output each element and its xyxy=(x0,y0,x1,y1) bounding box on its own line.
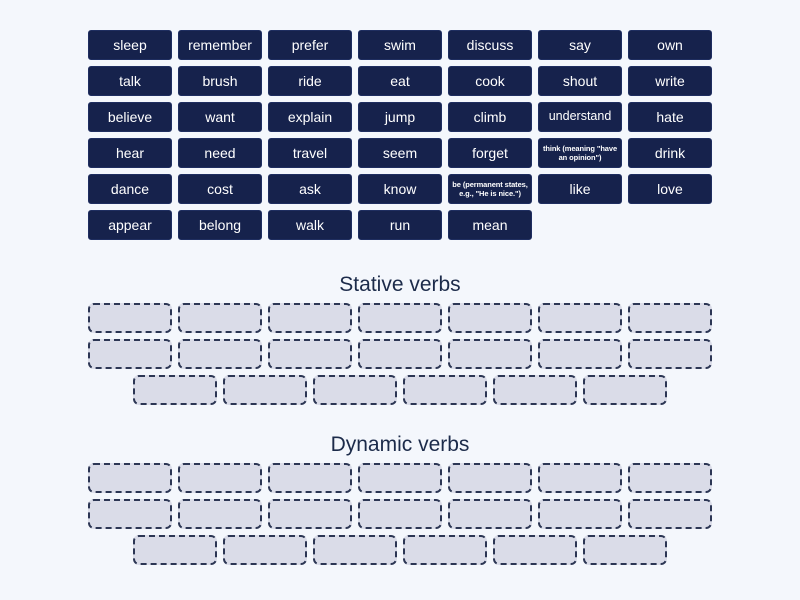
drop-slot[interactable] xyxy=(178,463,262,493)
word-tile[interactable]: belong xyxy=(178,210,262,240)
word-tile[interactable]: hate xyxy=(628,102,712,132)
word-tile[interactable]: want xyxy=(178,102,262,132)
word-tile[interactable]: say xyxy=(538,30,622,60)
word-tile[interactable]: walk xyxy=(268,210,352,240)
drop-slot[interactable] xyxy=(493,535,577,565)
drop-slot[interactable] xyxy=(313,535,397,565)
word-tile[interactable]: know xyxy=(358,174,442,204)
word-tile[interactable]: need xyxy=(178,138,262,168)
word-tile[interactable]: eat xyxy=(358,66,442,96)
word-tile[interactable]: write xyxy=(628,66,712,96)
drop-slot[interactable] xyxy=(88,303,172,333)
drop-slot[interactable] xyxy=(223,375,307,405)
drop-slot[interactable] xyxy=(88,339,172,369)
dynamic-verbs-heading: Dynamic verbs xyxy=(330,433,470,456)
drop-slot[interactable] xyxy=(358,303,442,333)
word-tile[interactable]: cook xyxy=(448,66,532,96)
word-tile[interactable]: prefer xyxy=(268,30,352,60)
drop-slot[interactable] xyxy=(268,339,352,369)
drop-slot[interactable] xyxy=(583,535,667,565)
drop-slot[interactable] xyxy=(538,339,622,369)
drop-slot[interactable] xyxy=(538,463,622,493)
word-tile[interactable]: jump xyxy=(358,102,442,132)
word-tile[interactable]: dance xyxy=(88,174,172,204)
drop-slot[interactable] xyxy=(358,463,442,493)
word-tile[interactable]: climb xyxy=(448,102,532,132)
drop-slot[interactable] xyxy=(223,535,307,565)
word-tile[interactable]: appear xyxy=(88,210,172,240)
drop-slot[interactable] xyxy=(178,339,262,369)
drop-slot-row xyxy=(88,535,712,565)
drop-slot[interactable] xyxy=(358,499,442,529)
drop-slot[interactable] xyxy=(268,499,352,529)
word-tile[interactable]: think (meaning "have an opinion") xyxy=(538,138,622,168)
word-tile[interactable]: love xyxy=(628,174,712,204)
drop-slot[interactable] xyxy=(268,463,352,493)
drop-slot-row xyxy=(88,375,712,405)
word-tile[interactable]: travel xyxy=(268,138,352,168)
drop-slot[interactable] xyxy=(628,499,712,529)
word-tile[interactable]: drink xyxy=(628,138,712,168)
word-tile[interactable]: discuss xyxy=(448,30,532,60)
word-tile[interactable]: brush xyxy=(178,66,262,96)
drop-slot[interactable] xyxy=(493,375,577,405)
word-tile[interactable]: like xyxy=(538,174,622,204)
word-tile[interactable]: explain xyxy=(268,102,352,132)
stative-verbs-drop-zone xyxy=(88,303,712,411)
word-tile[interactable]: sleep xyxy=(88,30,172,60)
word-tile[interactable]: understand xyxy=(538,102,622,132)
word-tile[interactable]: talk xyxy=(88,66,172,96)
drop-slot[interactable] xyxy=(538,303,622,333)
word-tile[interactable]: ride xyxy=(268,66,352,96)
word-tile[interactable]: swim xyxy=(358,30,442,60)
drop-slot[interactable] xyxy=(403,535,487,565)
word-tile[interactable]: remember xyxy=(178,30,262,60)
word-tile[interactable]: be (permanent states, e.g., "He is nice.… xyxy=(448,174,532,204)
drop-slot-row xyxy=(88,499,712,529)
drop-slot[interactable] xyxy=(268,303,352,333)
word-tile[interactable]: run xyxy=(358,210,442,240)
drop-slot[interactable] xyxy=(448,499,532,529)
word-tile[interactable]: shout xyxy=(538,66,622,96)
word-tile[interactable]: ask xyxy=(268,174,352,204)
drop-slot[interactable] xyxy=(628,303,712,333)
drop-slot[interactable] xyxy=(88,463,172,493)
drop-slot-row xyxy=(88,303,712,333)
drop-slot[interactable] xyxy=(133,375,217,405)
word-tile[interactable]: believe xyxy=(88,102,172,132)
drop-slot[interactable] xyxy=(448,303,532,333)
drop-slot[interactable] xyxy=(538,499,622,529)
drop-slot[interactable] xyxy=(133,535,217,565)
word-tile[interactable]: own xyxy=(628,30,712,60)
drop-slot[interactable] xyxy=(628,339,712,369)
word-tile[interactable]: cost xyxy=(178,174,262,204)
word-tile[interactable]: seem xyxy=(358,138,442,168)
dynamic-verbs-drop-zone xyxy=(88,463,712,571)
drop-slot[interactable] xyxy=(178,499,262,529)
drop-slot-row xyxy=(88,463,712,493)
drop-slot[interactable] xyxy=(583,375,667,405)
drop-slot[interactable] xyxy=(448,339,532,369)
drop-slot[interactable] xyxy=(403,375,487,405)
drop-slot[interactable] xyxy=(358,339,442,369)
drop-slot[interactable] xyxy=(448,463,532,493)
drop-slot[interactable] xyxy=(628,463,712,493)
word-tile[interactable]: mean xyxy=(448,210,532,240)
drop-slot[interactable] xyxy=(88,499,172,529)
word-tile[interactable]: hear xyxy=(88,138,172,168)
stative-verbs-heading: Stative verbs xyxy=(339,273,461,296)
word-tile[interactable]: forget xyxy=(448,138,532,168)
drop-slot[interactable] xyxy=(313,375,397,405)
drop-slot[interactable] xyxy=(178,303,262,333)
drop-slot-row xyxy=(88,339,712,369)
